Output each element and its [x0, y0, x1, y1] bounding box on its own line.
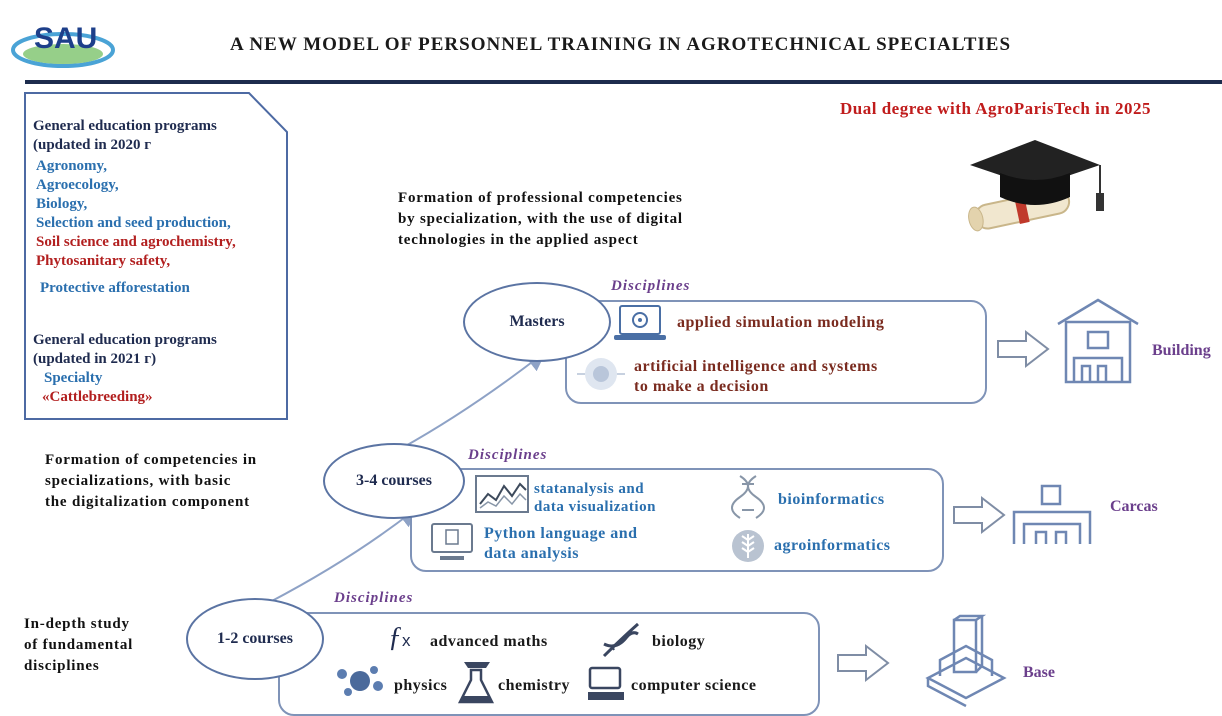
courses12-disciplines-label: Disciplines [334, 590, 414, 606]
arrow-right-masters-icon [997, 329, 1050, 369]
masters-disciplines-panel [565, 300, 987, 404]
formation-mid-text: Formation of competencies in specializat… [45, 452, 257, 510]
atom-molecule-icon [337, 666, 383, 696]
programs-box-frame [24, 92, 288, 420]
result-carcas-label: Carcas [1110, 498, 1158, 515]
masters-item-simulation: applied simulation modeling [677, 314, 885, 331]
courses34-item-agroinformatics: agroinformatics [774, 537, 891, 554]
program-item: Phytosanitary safety, [36, 253, 171, 269]
python-monitor-icon [431, 523, 473, 560]
title-divider [25, 80, 1222, 84]
chemistry-flask-icon [457, 662, 495, 704]
courses34-item-bioinformatics: bioinformatics [778, 491, 885, 508]
computer-icon [588, 666, 624, 700]
page-title: A NEW MODEL OF PERSONNEL TRAINING IN AGR… [230, 34, 1012, 55]
dual-degree-note: Dual degree with AgroParisTech in 2025 [840, 99, 1151, 118]
arrow-right-courses34-icon [953, 495, 1006, 535]
result-base-label: Base [1023, 664, 1055, 681]
courses12-item-biology: biology [652, 633, 706, 650]
courses12-oval: 1-2 courses [186, 598, 324, 680]
courses12-item-chemistry: chemistry [498, 677, 571, 694]
masters-oval: Masters [463, 282, 611, 362]
program-item: Soil science and agrochemistry, [36, 234, 236, 250]
specialty-value: «Cattlebreeding» [42, 389, 153, 405]
courses12-item-computer-science: computer science [631, 677, 757, 694]
courses12-disciplines-panel [278, 612, 820, 716]
courses12-item-physics: physics [394, 677, 448, 694]
programs-2021-header: General education programs (updated in 2… [33, 332, 217, 367]
simulation-laptop-icon [614, 305, 666, 340]
program-item: Biology, [36, 196, 88, 212]
programs-2020-list: Agronomy, Agroecology, Biology, Selection a… [36, 157, 236, 298]
base-foundation-icon [925, 614, 1007, 708]
program-item: Protective afforestation [40, 280, 190, 296]
program-item: Agronomy, [36, 158, 107, 174]
chart-icon [475, 475, 529, 513]
agroinformatics-icon [732, 530, 764, 562]
building-icon [1057, 298, 1139, 384]
function-icon: ƒx [388, 622, 411, 653]
program-item: Selection and seed production, [36, 215, 231, 231]
formation-base-text: In-depth study of fundamental discipline… [24, 616, 134, 674]
logo-text: SAU [34, 22, 97, 55]
result-building-label: Building [1152, 342, 1211, 359]
arrow-right-courses12-icon [837, 643, 890, 683]
carcas-frame-icon [1012, 484, 1092, 544]
program-item: Agroecology, [36, 177, 119, 193]
masters-disciplines-label: Disciplines [611, 278, 691, 294]
programs-2020-header: General education programs (updated in 2… [33, 118, 217, 153]
courses34-disciplines-panel [410, 468, 944, 572]
graduation-cap-icon [968, 140, 1104, 232]
masters-item-ai: artificial intelligence and systems to m… [634, 358, 878, 395]
formation-masters-text: Formation of professional competencies b… [398, 190, 683, 248]
specialty-label: Specialty [44, 370, 103, 386]
courses34-item-statanalysis: statanalysis and data visualization [534, 481, 656, 515]
courses34-disciplines-label: Disciplines [468, 447, 548, 463]
courses34-oval: 3-4 courses [323, 443, 465, 519]
dna-icon [602, 622, 639, 658]
bioinformatics-icon [731, 475, 765, 519]
courses34-item-python: Python language and data analysis [484, 525, 638, 562]
university-logo: SAU [11, 22, 115, 68]
ai-chip-icon [577, 358, 625, 390]
courses12-item-maths: advanced maths [430, 633, 548, 650]
